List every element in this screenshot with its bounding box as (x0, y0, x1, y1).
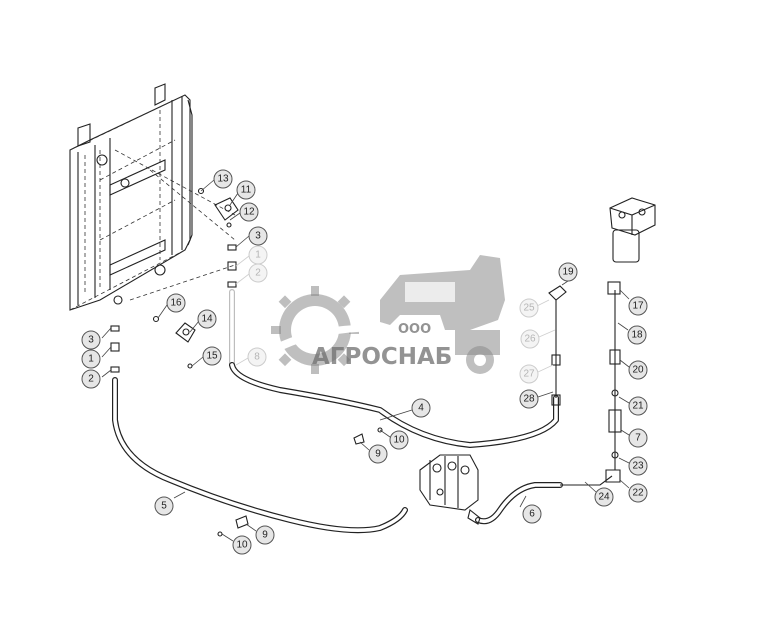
callout-2-upper: 2 (248, 263, 268, 283)
callout-16-label: 16 (170, 298, 182, 309)
callout-20: 20 (628, 360, 648, 380)
callout-26-label: 26 (524, 334, 536, 345)
callout-28: 28 (519, 389, 539, 409)
right-line-fittings (548, 281, 622, 483)
callout-12-label: 12 (243, 207, 255, 218)
callout-3-upper-label: 3 (255, 231, 261, 242)
oil-cooler-radiator (69, 83, 236, 311)
callout-1-lower-label: 1 (88, 354, 94, 365)
harvester-logo-icon (380, 255, 505, 374)
callout-27-label: 27 (523, 369, 535, 380)
callout-19-label: 19 (562, 267, 574, 278)
callout-8: 8 (247, 347, 267, 367)
callout-24-label: 24 (598, 492, 610, 503)
callout-21-label: 21 (632, 401, 644, 412)
callout-15-label: 15 (206, 351, 218, 362)
callout-13-label: 13 (217, 174, 229, 185)
callout-7: 7 (628, 428, 648, 448)
callout-layer: 13 11 12 3 1 2 8 16 (81, 169, 648, 555)
callout-3-lower: 3 (81, 330, 101, 350)
callout-16: 16 (166, 293, 186, 313)
callout-11-label: 11 (241, 185, 252, 196)
bolt-hardware (217, 427, 383, 537)
callout-2-lower: 2 (81, 369, 101, 389)
callout-22: 22 (628, 483, 648, 503)
callout-10-upper-label: 10 (393, 435, 405, 446)
callout-20-label: 20 (632, 365, 644, 376)
callout-10-lower: 10 (232, 535, 252, 555)
callout-1-upper-label: 1 (255, 250, 261, 261)
callout-28-label: 28 (523, 394, 535, 405)
callout-5-label: 5 (161, 501, 167, 512)
callout-1-upper: 1 (248, 245, 268, 265)
callout-19: 19 (558, 262, 578, 282)
callout-27: 27 (519, 364, 539, 384)
callout-15: 15 (202, 346, 222, 366)
callout-13: 13 (213, 169, 233, 189)
callout-7-label: 7 (635, 433, 641, 444)
callout-3-lower-label: 3 (88, 335, 94, 346)
callout-22-label: 22 (632, 488, 644, 499)
callout-5: 5 (154, 496, 174, 516)
callout-14-label: 14 (201, 314, 213, 325)
callout-2-upper-label: 2 (255, 268, 261, 279)
callout-9-upper-label: 9 (375, 449, 381, 460)
callout-24: 24 (594, 487, 614, 507)
callout-18-label: 18 (631, 330, 643, 341)
temperature-sensor-icon (175, 322, 196, 343)
callout-4-label: 4 (418, 403, 424, 414)
callout-21: 21 (628, 396, 648, 416)
watermark-company-prefix: ООО (398, 322, 431, 337)
pipe-clamp-icon (214, 197, 239, 221)
agrosnab-watermark: ООО АГРОСНАБ (271, 255, 505, 374)
oil-filter-assembly (609, 197, 656, 263)
callout-6-label: 6 (529, 509, 535, 520)
callout-1-lower: 1 (81, 349, 101, 369)
callout-3-upper: 3 (248, 226, 268, 246)
hydraulic-hoses (112, 289, 616, 534)
gear-logo-icon (271, 286, 395, 374)
callout-25: 25 (519, 298, 539, 318)
callout-6: 6 (522, 504, 542, 524)
callout-10-upper: 10 (389, 430, 409, 450)
fitting-parts (110, 187, 239, 373)
callout-11: 11 (236, 180, 256, 200)
callout-17: 17 (628, 296, 648, 316)
control-valve-block (419, 454, 481, 525)
watermark-company-name: АГРОСНАБ (312, 344, 452, 370)
callout-9-lower-label: 9 (262, 530, 268, 541)
callout-2-lower-label: 2 (88, 374, 94, 385)
callout-26: 26 (520, 329, 540, 349)
callout-17-label: 17 (632, 301, 644, 312)
callout-9-upper: 9 (368, 444, 388, 464)
callout-14: 14 (197, 309, 217, 329)
callout-10-lower-label: 10 (236, 540, 248, 551)
callout-8-label: 8 (254, 352, 260, 363)
callout-23: 23 (628, 456, 648, 476)
callout-23-label: 23 (632, 461, 644, 472)
callout-25-label: 25 (523, 303, 535, 314)
callout-12: 12 (239, 202, 259, 222)
callout-4: 4 (411, 398, 431, 418)
callout-18: 18 (627, 325, 647, 345)
callout-9-lower: 9 (255, 525, 275, 545)
